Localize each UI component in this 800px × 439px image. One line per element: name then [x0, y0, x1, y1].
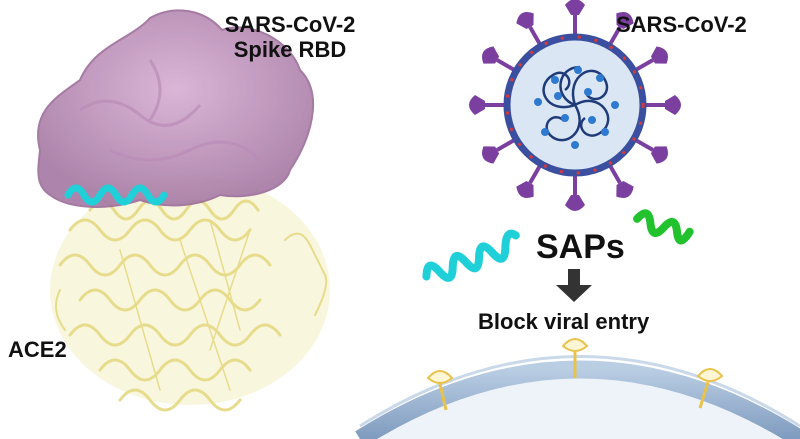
ace2-label: ACE2: [8, 337, 67, 362]
block-viral-entry-label: Block viral entry: [478, 309, 650, 334]
spike-rbd-label-line1: SARS-CoV-2: [224, 12, 356, 37]
virus-rna-beads: [534, 66, 619, 149]
ace2-receptors: [426, 338, 724, 411]
virus-rna: [542, 65, 610, 142]
ace2-cyan-helix: [64, 184, 168, 206]
virus-label: SARS-CoV-2: [616, 12, 747, 37]
cell-membrane: [355, 355, 800, 439]
receptor-right: [696, 368, 724, 409]
receptor-left: [426, 370, 454, 411]
virus-spikes: [469, 0, 681, 211]
virus-particle: [469, 0, 681, 211]
sap-helix-green: [633, 209, 694, 245]
sap-helix-cyan: [422, 229, 520, 282]
ace2-structure: [50, 175, 330, 412]
spike-rbd-label: SARS-CoV-2 Spike RBD: [206, 12, 374, 63]
spike-rbd-label-line2: Spike RBD: [233, 37, 347, 63]
spike-rbd-surface: [37, 9, 315, 208]
arrow-down-icon: [556, 269, 592, 302]
saps-label: SAPs: [536, 228, 625, 266]
receptor-center: [561, 338, 589, 378]
